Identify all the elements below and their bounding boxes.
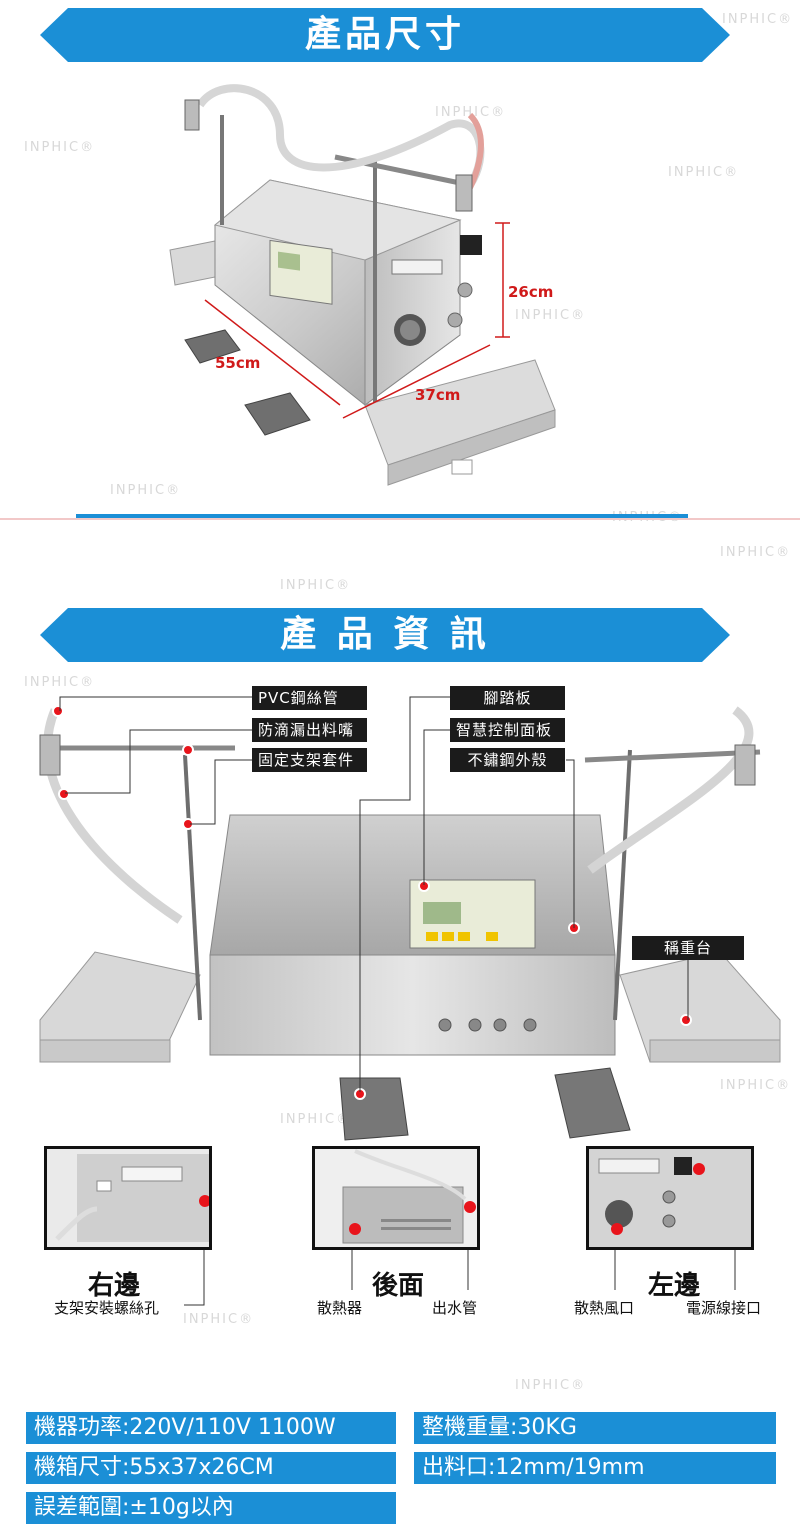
label-pvc-pipe: PVC鋼絲管 bbox=[252, 686, 367, 710]
watermark: INPHIC® bbox=[722, 12, 794, 27]
indicator-dot bbox=[568, 922, 580, 934]
thumbnail-left-view bbox=[586, 1146, 754, 1250]
spec-error-range: 誤差範圍:±10g以內 bbox=[26, 1492, 396, 1524]
thumbnail-back-view bbox=[312, 1146, 480, 1250]
indicator-dot bbox=[680, 1014, 692, 1026]
right-view-title: 右邊 bbox=[88, 1271, 141, 1301]
watermark: INPHIC® bbox=[183, 1312, 255, 1327]
right-view-caption: 支架安裝螺絲孔 bbox=[54, 1299, 160, 1317]
left-view-title: 左邊 bbox=[648, 1271, 701, 1301]
section-divider-accent bbox=[76, 514, 688, 518]
back-view-title: 後面 bbox=[372, 1271, 425, 1301]
indicator-dot bbox=[182, 818, 194, 830]
watermark: INPHIC® bbox=[668, 165, 740, 180]
section-divider bbox=[0, 518, 800, 520]
watermark: INPHIC® bbox=[720, 545, 792, 560]
watermark: INPHIC® bbox=[720, 1078, 792, 1093]
indicator-dot bbox=[52, 705, 64, 717]
back-view-caption-radiator: 散熱器 bbox=[317, 1299, 363, 1317]
section-banner-dimensions: 產品尺寸 bbox=[40, 8, 730, 62]
label-bracket: 固定支架套件 bbox=[252, 748, 367, 772]
label-steel-shell: 不鏽鋼外殼 bbox=[450, 748, 565, 772]
watermark: INPHIC® bbox=[435, 105, 507, 120]
indicator-dot bbox=[58, 788, 70, 800]
label-scale: 稱重台 bbox=[632, 936, 744, 960]
indicator-dot bbox=[418, 880, 430, 892]
watermark: INPHIC® bbox=[515, 1378, 587, 1393]
dimension-height-label: 26cm bbox=[508, 283, 554, 301]
back-view-caption-outlet: 出水管 bbox=[432, 1299, 478, 1317]
left-view-caption-vent: 散熱風口 bbox=[574, 1299, 635, 1317]
dimension-depth-label: 55cm bbox=[215, 354, 261, 372]
dimension-width-label: 37cm bbox=[415, 386, 461, 404]
label-drip-nozzle: 防滴漏出料嘴 bbox=[252, 718, 367, 742]
machine-dimensions-photo bbox=[169, 84, 556, 486]
spec-outlet: 出料口:12mm/19mm bbox=[414, 1452, 776, 1484]
watermark: INPHIC® bbox=[280, 1112, 352, 1127]
left-view-caption-power: 電源線接口 bbox=[686, 1299, 762, 1317]
spec-box-size: 機箱尺寸:55x37x26CM bbox=[26, 1452, 396, 1484]
section-banner-info: 產 品 資 訊 bbox=[40, 608, 730, 662]
label-control-panel: 智慧控制面板 bbox=[450, 718, 565, 742]
label-foot-pedal: 腳踏板 bbox=[450, 686, 565, 710]
section-title: 產品尺寸 bbox=[304, 14, 465, 55]
watermark: INPHIC® bbox=[24, 140, 96, 155]
spec-weight: 整機重量:30KG bbox=[414, 1412, 776, 1444]
indicator-dot bbox=[354, 1088, 366, 1100]
watermark: INPHIC® bbox=[24, 675, 96, 690]
watermark: INPHIC® bbox=[110, 483, 182, 498]
spec-power: 機器功率:220V/110V 1100W bbox=[26, 1412, 396, 1444]
watermark: INPHIC® bbox=[280, 578, 352, 593]
indicator-dot bbox=[182, 744, 194, 756]
watermark: INPHIC® bbox=[515, 308, 587, 323]
thumbnail-right-view bbox=[44, 1146, 212, 1250]
section-title: 產 品 資 訊 bbox=[280, 614, 490, 655]
machine-info-photo bbox=[39, 706, 781, 1141]
